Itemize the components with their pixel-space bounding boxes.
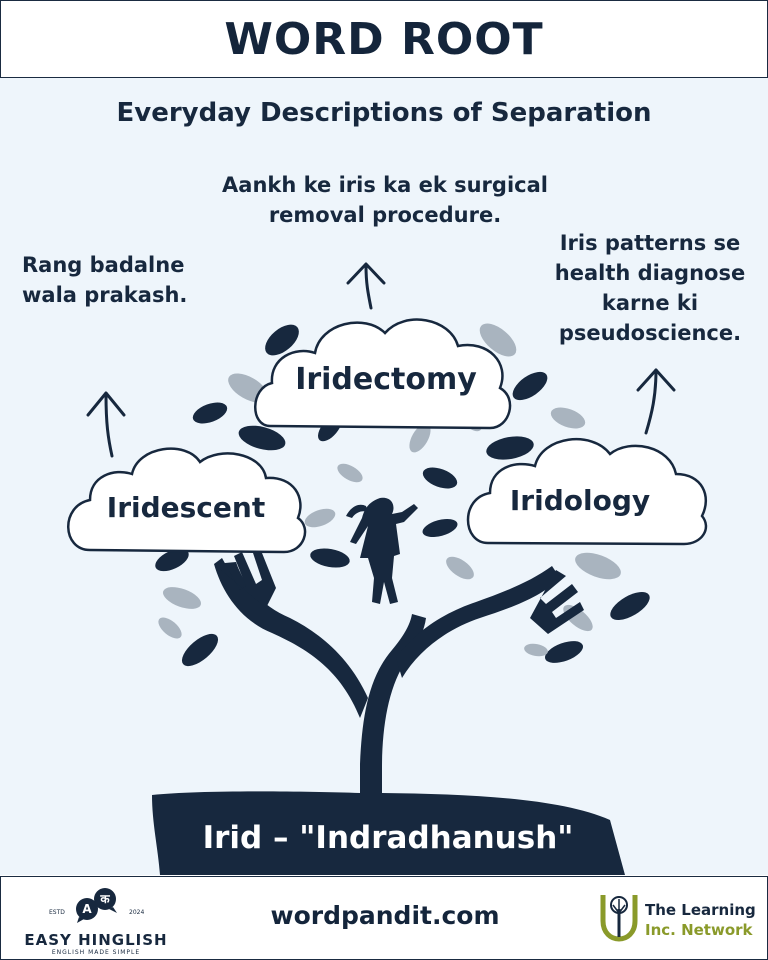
meaning-iridology: Iris patterns se health diagnose karne k… xyxy=(554,231,746,345)
svg-text:A: A xyxy=(82,902,92,916)
trunk xyxy=(152,497,625,875)
cloud-iridectomy: Iridectomy xyxy=(254,318,512,430)
site-url: wordpandit.com xyxy=(270,901,500,930)
meaning-iridectomy: Aankh ke iris ka ek surgical removal pro… xyxy=(222,173,548,227)
content-panel: Everyday Descriptions of Separation Aank… xyxy=(0,78,768,875)
tree-illustration: Iridectomy Iridescent Iridology Irid – "… xyxy=(67,262,708,875)
learning-network-logo: The Learning Inc. Network xyxy=(597,887,767,951)
meaning-iridescent: Rang badalne wala prakash. xyxy=(22,253,188,307)
subtitle: Everyday Descriptions of Separation xyxy=(116,98,652,128)
cloud-iridology: Iridology xyxy=(466,438,708,546)
svg-text:क: क xyxy=(99,892,110,906)
cloud-iridescent: Iridescent xyxy=(67,447,307,554)
brand-estd: ESTD xyxy=(49,909,65,916)
arrows xyxy=(86,262,676,458)
footer-bar: A क ESTD 2024 EASY HINGLISH ENGLISH MADE… xyxy=(0,876,768,960)
brand-tagline: ENGLISH MADE SIMPLE xyxy=(51,949,141,956)
network-name-line2: Inc. Network xyxy=(645,921,753,939)
easy-hinglish-logo: A क ESTD 2024 EASY HINGLISH ENGLISH MADE… xyxy=(21,885,171,956)
header-bar: WORD ROOT xyxy=(0,0,768,78)
brand-name: EASY HINGLISH xyxy=(24,931,168,949)
speech-bubbles-icon: A क xyxy=(76,888,117,923)
network-name-line1: The Learning xyxy=(645,901,756,919)
brand-year: 2024 xyxy=(129,909,145,916)
word-iridescent: Iridescent xyxy=(107,491,265,524)
tree-logo-icon xyxy=(600,895,638,942)
root-label: Irid – "Indradhanush" xyxy=(203,820,574,856)
page-title: WORD ROOT xyxy=(224,13,544,65)
word-iridectomy: Iridectomy xyxy=(295,362,477,397)
word-iridology: Iridology xyxy=(510,484,650,517)
